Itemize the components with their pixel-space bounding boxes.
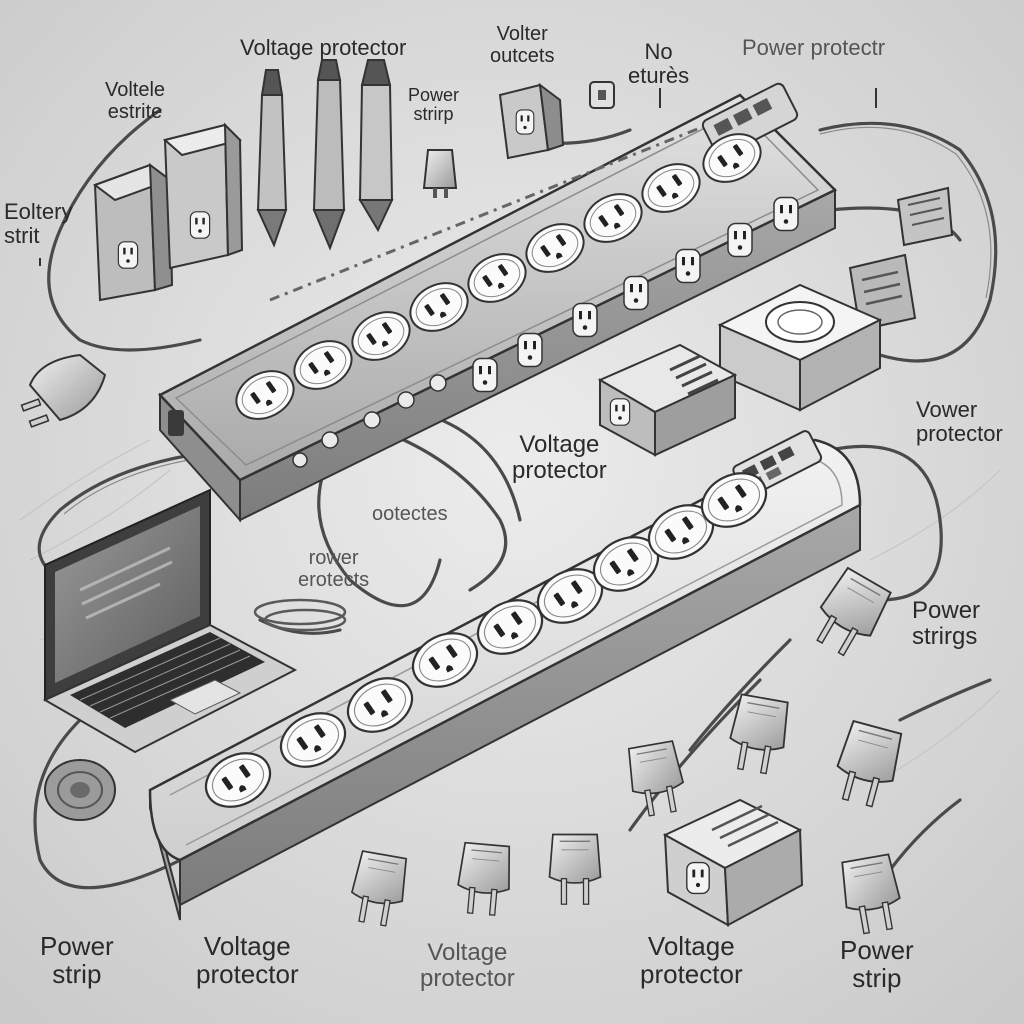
cable-reel bbox=[44, 759, 116, 821]
label-rower-erotects: rower erotects bbox=[298, 547, 370, 591]
surge-adapter bbox=[597, 343, 738, 457]
label-power-strip-bottom-left: Power strip bbox=[40, 931, 114, 990]
label-vower-protector: Vower protector bbox=[916, 397, 1003, 446]
power-strip-upper bbox=[157, 82, 838, 523]
label-voltage-protector-bottom-2: Voltage protector bbox=[640, 931, 743, 990]
label-voltele-estrite: Voltele estrite bbox=[105, 79, 166, 123]
label-voltage-protector-top: Voltage protector bbox=[240, 35, 407, 60]
outlet-adapter-bottom bbox=[662, 798, 804, 927]
wall-adapter-top bbox=[498, 82, 565, 160]
power-cords bbox=[33, 108, 998, 890]
plug-left bbox=[20, 353, 107, 428]
label-voltage-protector-mid: Voltage protector bbox=[512, 431, 607, 484]
coiled-cable bbox=[253, 598, 347, 632]
label-no-etures: No eturès bbox=[628, 39, 690, 88]
plug-adapter-right-top bbox=[896, 186, 954, 247]
label-voltage-bottom-center: Voltage protector bbox=[420, 939, 515, 992]
small-tag-top bbox=[589, 81, 615, 109]
label-ootectes: ootectes bbox=[372, 503, 448, 525]
label-power-strirp-small: Power strirp bbox=[408, 85, 460, 125]
label-eoltery-strit: Eoltery strit bbox=[4, 199, 73, 248]
plug-tips-row bbox=[256, 59, 394, 251]
small-plug-top bbox=[422, 149, 458, 198]
wall-outlet-block bbox=[717, 283, 883, 412]
label-power-protectr-top: Power protectr bbox=[742, 35, 886, 60]
adapter-left-1 bbox=[92, 162, 174, 302]
label-volter-outcets: Volter outcets bbox=[490, 23, 555, 67]
label-voltage-protector-bottom-1: Voltage protector bbox=[196, 931, 299, 990]
adapter-left-2 bbox=[162, 122, 244, 270]
laptop bbox=[42, 488, 298, 754]
power-strip-lower bbox=[148, 430, 862, 921]
label-power-strirgs: Power strirgs bbox=[912, 597, 981, 650]
label-power-strip-bottom-right: Power strip bbox=[840, 935, 914, 994]
